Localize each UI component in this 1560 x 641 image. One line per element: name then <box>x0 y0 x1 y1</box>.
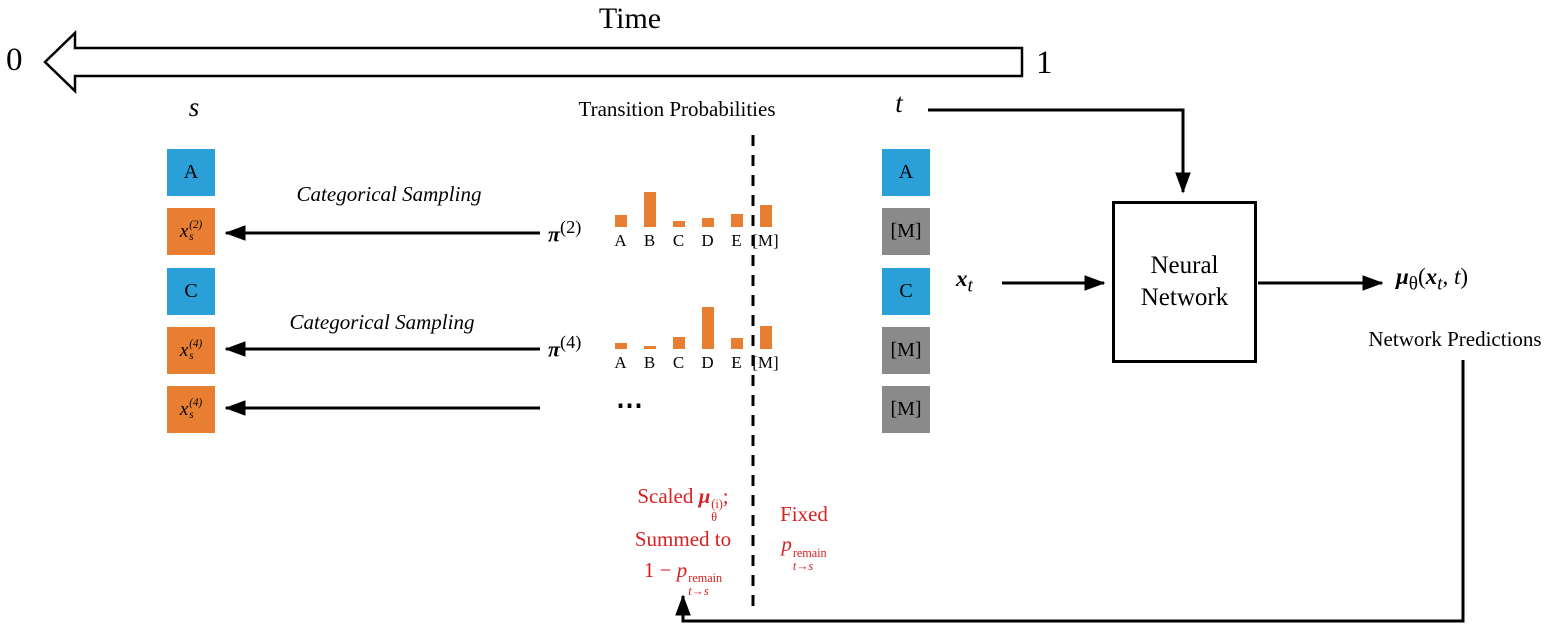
t-token-1: [M] <box>882 208 930 255</box>
t-token-0: A <box>882 149 930 196</box>
bar-π(2)-E <box>730 214 743 227</box>
xt-input-label: xt <box>956 266 973 297</box>
category-label-D: D <box>701 353 714 372</box>
t-input-connector <box>928 108 1191 194</box>
bar-π(2)-D <box>701 218 714 227</box>
category-label-[M]: [M] <box>752 231 779 250</box>
t-token-2: C <box>882 268 930 315</box>
bar-π(4)-E <box>730 338 743 349</box>
bar-π(4)-C <box>672 337 685 349</box>
t-token-3: [M] <box>882 327 930 374</box>
scaled-mu-line1: Scaled μ(i)θ; <box>637 484 729 525</box>
bar-π(4)-A <box>614 343 627 349</box>
s-column-header: s <box>188 92 200 122</box>
feedback-connector <box>675 360 1465 623</box>
timeline-zero-label: 0 <box>6 42 23 78</box>
bar-π(2)-B <box>643 192 656 227</box>
s-token-2: C <box>167 268 215 315</box>
category-label-E: E <box>731 353 742 372</box>
s-token-1: x(2)s <box>167 208 215 255</box>
fixed-premain-line1: Fixed <box>780 502 828 526</box>
category-label-C: C <box>672 231 685 250</box>
bars-π(4) <box>606 299 780 349</box>
network-output-label: μθ(xt, t) <box>1396 264 1469 295</box>
timeline-title: Time <box>598 2 662 35</box>
t-token-4: [M] <box>882 386 930 433</box>
category-label-B: B <box>643 353 656 372</box>
pi-2-label: π(2) <box>548 217 582 247</box>
bar-π(2)-A <box>614 215 627 227</box>
category-label-D: D <box>701 231 714 250</box>
scaled-mu-line2: Summed to <box>634 527 732 552</box>
t-column-header: t <box>895 88 903 118</box>
transition-probabilities-title: Transition Probabilities <box>578 97 776 121</box>
bar-π(4)-D <box>701 307 714 349</box>
category-label-A: A <box>614 231 627 250</box>
s-token-4: x(4)s <box>167 386 215 433</box>
category-label-C: C <box>672 353 685 372</box>
bar-π(4)-B <box>643 346 656 349</box>
neural-network-box: Neural Network <box>1112 201 1257 363</box>
categorical-sampling-label-2: Categorical Sampling <box>289 310 475 334</box>
pi-4-label: π(4) <box>548 332 582 362</box>
t-token-column: A [M] C [M] [M] <box>882 0 930 641</box>
bar-π(4)-[M] <box>759 326 772 349</box>
categorical-sampling-label-1: Categorical Sampling <box>296 182 482 206</box>
category-label-B: B <box>643 231 656 250</box>
neural-network-label-line1: Neural <box>1150 251 1219 279</box>
bar-π(2)-C <box>672 221 685 227</box>
bar-π(2)-[M] <box>759 205 772 227</box>
category-label-E: E <box>731 231 742 250</box>
network-predictions-label: Network Predictions <box>1368 327 1542 351</box>
category-label-[M]: [M] <box>752 353 779 372</box>
category-label-A: A <box>614 353 627 372</box>
time-arrow <box>43 30 1024 94</box>
s-token-0: A <box>167 149 215 196</box>
timeline-one-label: 1 <box>1036 45 1053 81</box>
neural-network-label-line2: Network <box>1140 284 1229 311</box>
s-token-3: x(4)s <box>167 327 215 374</box>
continuation-ellipsis: ⋯ <box>616 390 643 420</box>
bars-π(2) <box>606 177 780 227</box>
